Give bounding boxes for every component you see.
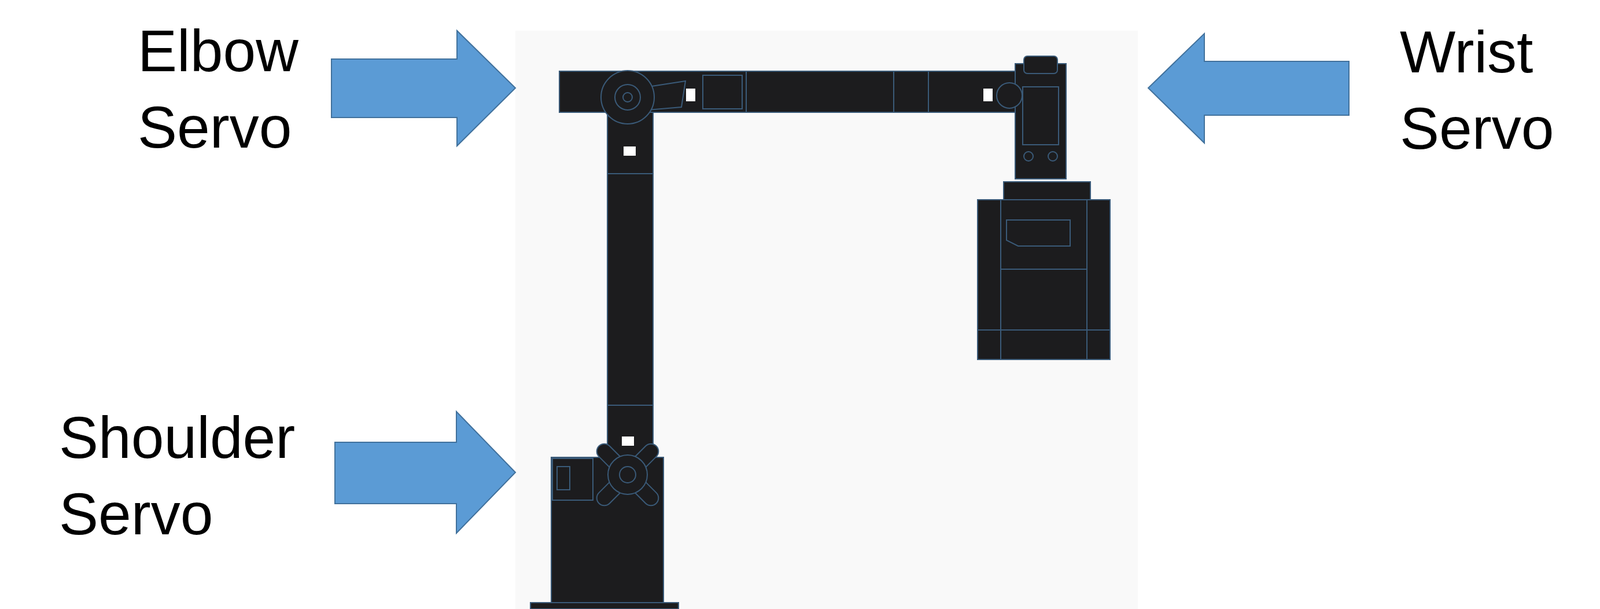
- wrist-arrow: [1148, 33, 1349, 143]
- background-panel: [515, 30, 1138, 609]
- shoulder-arrow: [334, 411, 516, 533]
- servo-label: Wrist Servo: [1399, 13, 1554, 167]
- elbow-arrow: [331, 30, 516, 146]
- callout-arrows: [331, 30, 1349, 533]
- arm-slots: [621, 88, 993, 446]
- servo-label: Elbow Servo: [137, 12, 299, 166]
- robot-arm: [530, 56, 1111, 609]
- servo-label: Shoulder Servo: [59, 399, 296, 552]
